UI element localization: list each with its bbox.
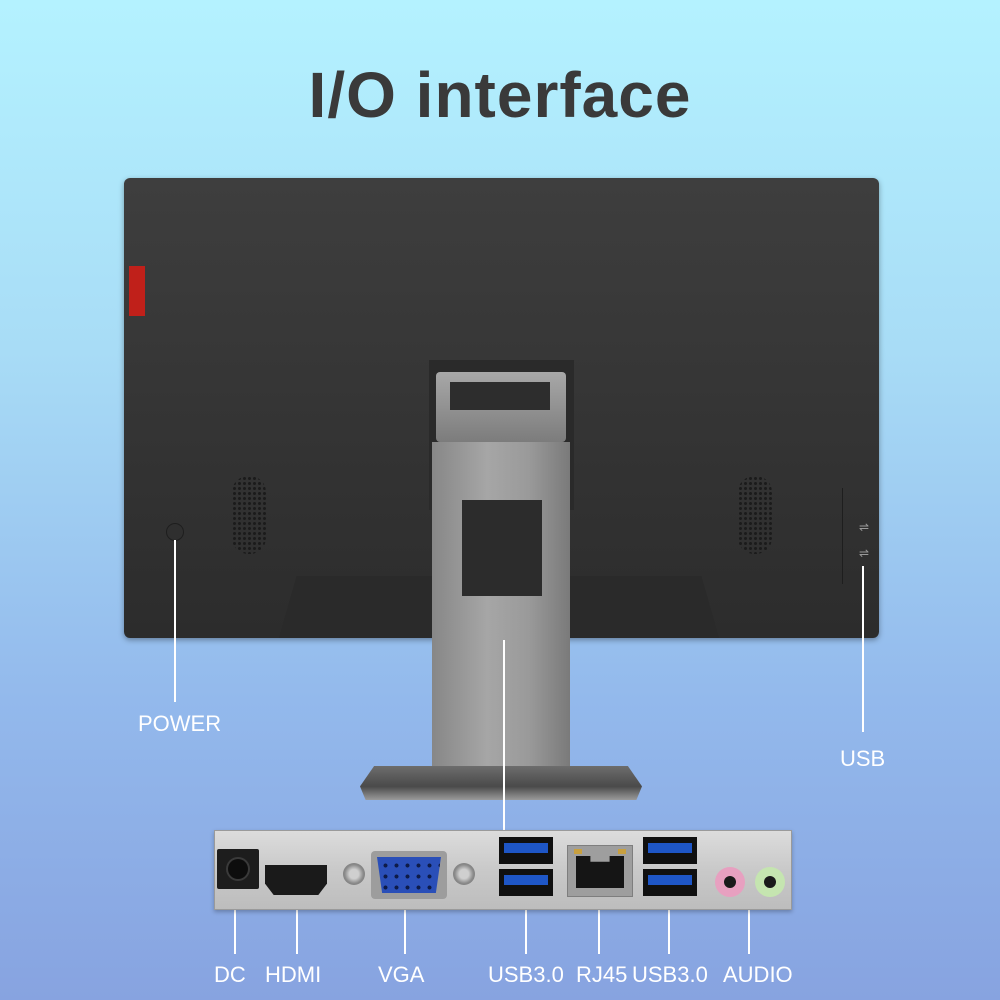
power-leader-line [174,540,176,702]
io-panel [214,830,792,910]
usb30-port [499,837,553,864]
page-title: I/O interface [308,59,692,131]
rj45-port [567,845,633,897]
rj45-leader-line [598,908,600,954]
left-speaker-grille [232,476,266,554]
usb30-left-label: USB3.0 [488,962,564,987]
stand-handle-opening [450,382,550,410]
vga-port [343,851,475,899]
io-leader-line [503,640,505,832]
dc-label: DC [214,962,246,987]
dc-leader-line [234,908,236,954]
vga-housing [371,851,447,899]
audio-label: AUDIO [723,962,793,987]
usb-label: USB [840,746,886,771]
rj45-jack [576,856,624,888]
rj45-label: RJ45 [576,962,628,987]
usb30-left-leader-line [525,908,527,954]
audio-mic-jack [715,867,745,897]
vga-label: VGA [378,962,425,987]
vga-screw [453,863,475,885]
usb-icon: ⇌ [858,546,869,560]
vga-pins [377,857,441,893]
usb30-right-leader-line [668,908,670,954]
vga-screw [343,863,365,885]
rj45-led [618,849,626,854]
power-label: POWER [138,711,222,736]
usb-leader-line [862,566,864,732]
usb-icon: ⇌ [858,520,869,534]
usb30-right-label: USB3.0 [632,962,708,987]
usb30-right-stack [643,833,697,897]
audio-leader-line [748,908,750,954]
hdmi-label: HDMI [265,962,322,987]
usb30-port [643,869,697,896]
rj45-led [574,849,582,854]
right-speaker-grille [738,476,772,554]
usb30-port [643,837,697,864]
audio-line-out-jack [755,867,785,897]
usb30-port [499,869,553,896]
side-usb-ports: ⇌ ⇌ [842,488,877,584]
stand-cable-window [462,500,542,596]
stand-base [360,766,642,800]
red-accent-tab [129,266,145,316]
hdmi-leader-line [296,908,298,954]
usb30-left-stack [499,833,553,897]
power-button[interactable] [166,523,184,541]
dc-port [217,849,259,889]
vga-leader-line [404,908,406,954]
stand-neck [432,442,570,798]
hdmi-port [265,865,327,895]
dc-jack-hole [228,859,248,879]
